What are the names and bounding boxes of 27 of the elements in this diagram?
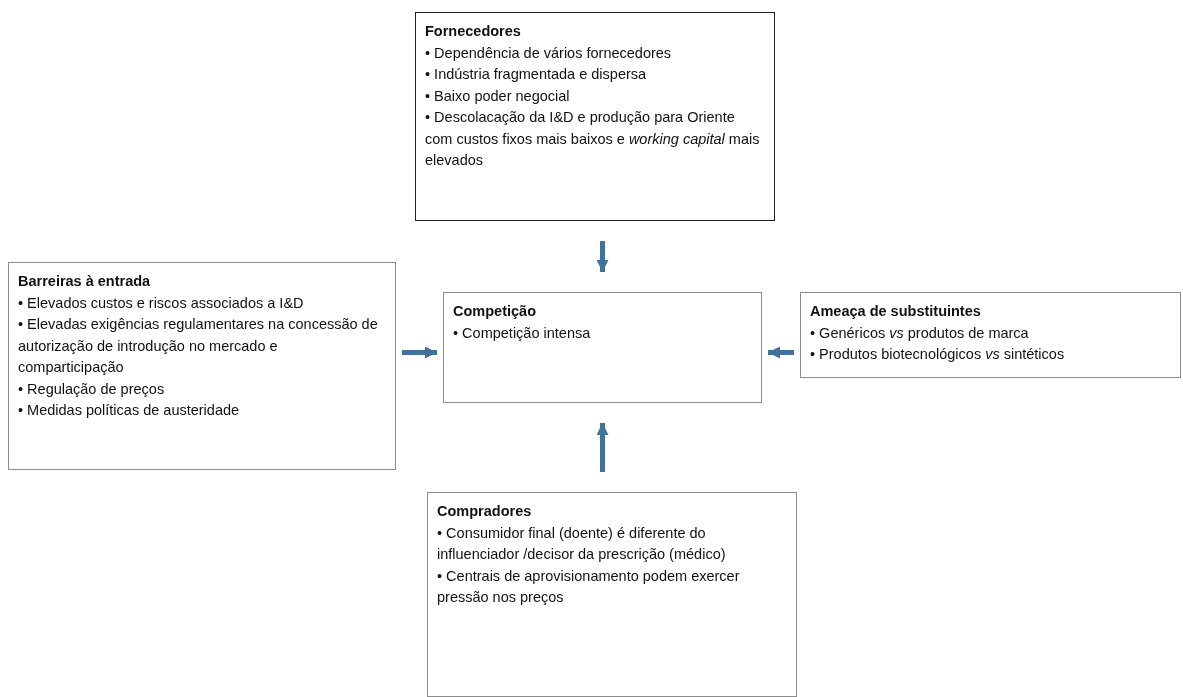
box-heading: Fornecedores <box>425 22 522 41</box>
bullet-text: • Centrais de aprovisionamento podem exercer pressão nos preços <box>437 566 741 607</box>
bullet-text: • Produtos biotecnológicos vs sintéticos <box>810 345 1066 364</box>
arrow <box>768 346 794 359</box>
text-box <box>415 12 775 221</box>
bullet-text: • Regulação de preços <box>18 379 166 399</box>
text-box <box>8 262 396 470</box>
box-heading: Competição <box>453 302 537 321</box>
bullet-text: • Baixo poder negocial <box>425 86 571 106</box>
box-heading: Ameaça de substituintes <box>810 302 982 321</box>
bullet-text: • Consumidor final (doente) é diferente do influenciador /decisor da prescrição (médico) <box>437 523 727 564</box>
text-box <box>443 292 762 403</box>
arrow <box>596 241 609 272</box>
arrow <box>402 346 437 359</box>
bullet-text: • Descolacação da I&D e produção para Oriente com custos fixos mais baixos e working capital mais elevados <box>425 108 761 170</box>
arrow <box>596 423 609 472</box>
bullet-text: • Competição intensa <box>453 323 592 343</box>
box-heading: Barreiras à entrada <box>18 272 152 291</box>
bullet-text: • Elevadas exigências regulamentares na concessão de autorização de introdução no mercado e comparticipação <box>18 315 379 377</box>
bullet-text: • Dependência de vários fornecedores <box>425 43 673 63</box>
text-box <box>800 292 1181 378</box>
bullet-text: • Elevados custos e riscos associados a I&D <box>18 293 305 313</box>
bullet-text: • Indústria fragmentada e dispersa <box>425 65 648 84</box>
text-box <box>427 492 797 697</box>
bullet-text: • Genéricos vs produtos de marca <box>810 323 1030 343</box>
box-heading: Compradores <box>437 502 533 521</box>
bullet-text: • Medidas políticas de austeridade <box>18 401 241 420</box>
